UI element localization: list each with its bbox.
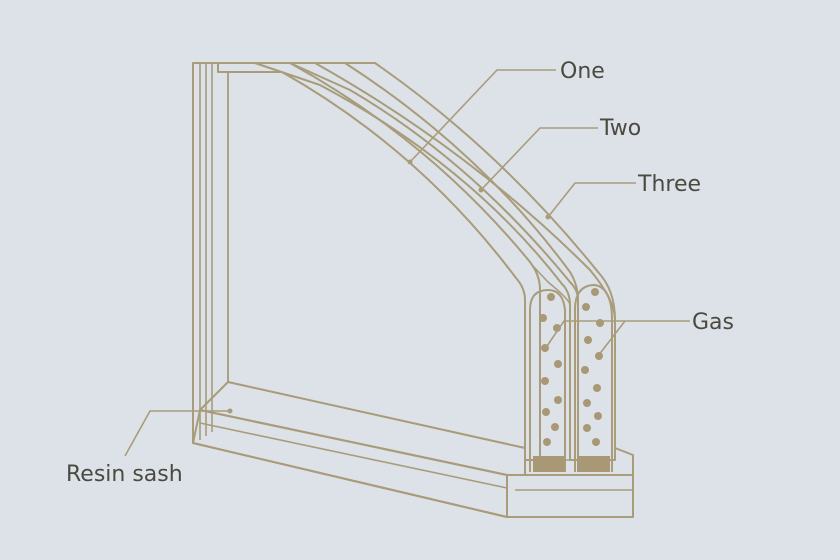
label-gas: Gas [692, 310, 734, 335]
pane-three [289, 62, 616, 461]
resin-sash [192, 381, 634, 518]
spacer-bar-2 [577, 456, 610, 472]
leader-two [480, 127, 598, 191]
label-three: Three [637, 172, 701, 197]
glass-surface [227, 71, 526, 449]
label-two: Two [599, 116, 641, 141]
gas-gap-outline-1 [529, 289, 566, 472]
leader-gas-1 [544, 320, 690, 350]
leader-resin-sash [124, 410, 230, 457]
gas-gap-1 [531, 264, 571, 461]
leader-gas-2 [597, 320, 626, 357]
gas-dots [539, 288, 604, 446]
label-one: One [560, 59, 605, 84]
pane-one [217, 62, 541, 461]
leader-one [409, 69, 556, 163]
label-resin-sash: Resin sash [66, 462, 183, 487]
spacer-bar-1 [533, 456, 565, 472]
leader-three [547, 182, 636, 218]
leader-lines [124, 69, 690, 457]
gas-gap-outline-2 [574, 284, 613, 472]
